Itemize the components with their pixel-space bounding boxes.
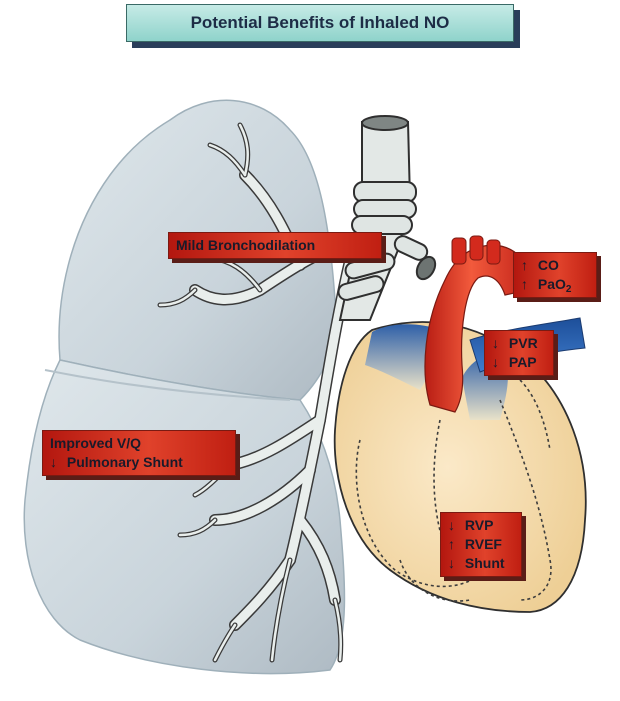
up-arrow-icon: ↑ <box>448 535 461 554</box>
rvp-text: RVP <box>465 517 494 533</box>
rvp-row: ↓ RVP <box>448 516 514 535</box>
pao2-subscript: 2 <box>566 284 572 295</box>
co-row: ↑ CO <box>521 256 589 275</box>
down-arrow-icon: ↓ <box>448 516 461 535</box>
pao2-row: ↑ PaO2 <box>521 275 589 294</box>
lung <box>24 100 344 673</box>
pap-row: ↓ PAP <box>492 353 546 372</box>
down-arrow-icon: ↓ <box>492 334 505 353</box>
pvr-text: PVR <box>509 335 538 351</box>
down-arrow-icon: ↓ <box>50 453 63 472</box>
label-rv: ↓ RVP ↑ RVEF ↓ Shunt <box>440 512 522 577</box>
aortic-branch <box>487 240 500 264</box>
vq-line2-text: Pulmonary Shunt <box>67 454 183 470</box>
pao2-text: PaO <box>538 276 566 292</box>
trachea <box>337 116 439 320</box>
shunt-row: ↓ Shunt <box>448 554 514 573</box>
aortic-branch <box>470 236 483 260</box>
diagram-title: Potential Benefits of Inhaled NO <box>126 4 514 42</box>
down-arrow-icon: ↓ <box>448 554 461 573</box>
up-arrow-icon: ↑ <box>521 256 534 275</box>
label-co-pao2: ↑ CO ↑ PaO2 <box>513 252 597 298</box>
vq-line1: Improved V/Q <box>50 434 228 453</box>
pap-text: PAP <box>509 354 537 370</box>
rvef-text: RVEF <box>465 536 502 552</box>
bronchodilation-text: Mild Bronchodilation <box>176 236 374 255</box>
down-arrow-icon: ↓ <box>492 353 505 372</box>
label-pvr-pap: ↓ PVR ↓ PAP <box>484 330 554 376</box>
vq-line2: ↓ Pulmonary Shunt <box>50 453 228 472</box>
pvr-row: ↓ PVR <box>492 334 546 353</box>
co-text: CO <box>538 257 559 273</box>
shunt-text: Shunt <box>465 555 505 571</box>
rvef-row: ↑ RVEF <box>448 535 514 554</box>
aortic-branch <box>452 238 466 264</box>
label-bronchodilation: Mild Bronchodilation <box>168 232 382 259</box>
up-arrow-icon: ↑ <box>521 275 534 294</box>
label-vq: Improved V/Q ↓ Pulmonary Shunt <box>42 430 236 476</box>
